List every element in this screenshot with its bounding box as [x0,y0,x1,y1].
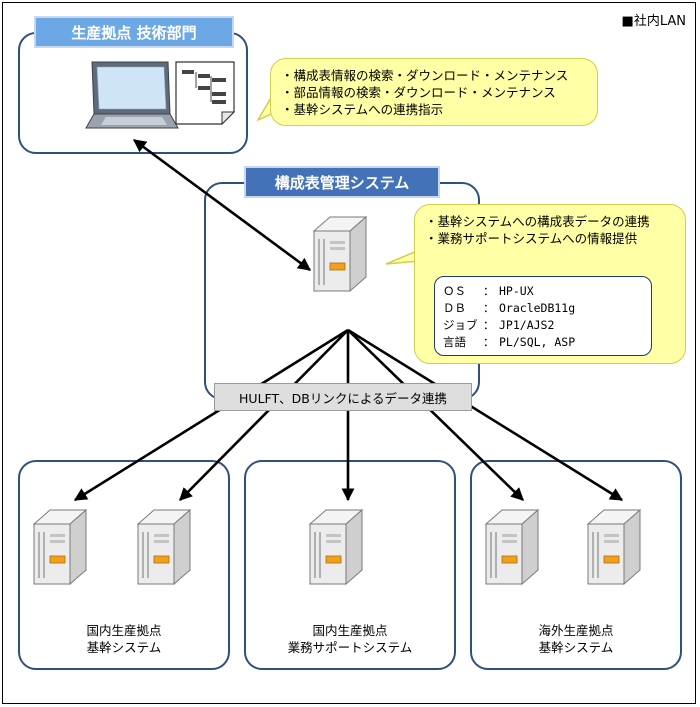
dept-callout-item: ・部品情報の検索・ダウンロード・メンテナンス [281,85,556,100]
dept-callout-item: ・構成表情報の検索・ダウンロード・メンテナンス [281,68,569,83]
target-server-icon-5 [587,509,641,585]
spec-key: 言語 [443,335,466,349]
link-arrow-2 [179,329,349,501]
target-caption-overseas-core: 海外生産拠点 基幹システム [470,622,682,656]
dept-callout: ・構成表情報の検索・ダウンロード・メンテナンス ・部品情報の検索・ダウンロード・… [270,58,598,126]
dept-callout-item: ・基幹システムへの連携指示 [281,102,444,117]
caption-line: 基幹システム [86,640,162,655]
spec-row-lang: 言語 ： PL/SQL, ASP [443,334,643,351]
spec-key: ＯＳ [443,284,466,298]
spec-value: JP1/AJS2 [499,318,555,332]
caption-line: 国内生産拠点 [312,623,388,638]
lan-label: ■社内LAN [621,14,686,29]
laptop-icon [85,61,179,129]
spec-value: HP-UX [499,284,534,298]
system-spec-box: ＯＳ ： HP-UX ＤＢ ： OracleDB11g ジョブ ： JP1/AJ… [434,276,652,356]
spec-sep: ： [483,335,495,349]
spec-value: OracleDB11g [499,301,576,315]
dept-title: 生産拠点 技術部門 [34,16,234,48]
dept-system-arrow [132,138,312,272]
link-arrow-1 [73,328,349,502]
spec-key: ジョブ [443,318,478,332]
caption-line: 海外生産拠点 [538,623,614,638]
caption-line: 基幹システム [538,640,614,655]
spec-value: PL/SQL, ASP [499,335,576,349]
spec-sep: ： [483,301,495,315]
spec-key: ＤＢ [443,301,466,315]
link-arrow-4 [347,329,524,501]
target-caption-domestic-support: 国内生産拠点 業務サポートシステム [244,622,456,656]
target-server-icon-4 [485,509,539,585]
main-server-icon [313,216,367,292]
spec-row-job: ジョブ ： JP1/AJS2 [443,317,643,334]
target-server-icon-1 [33,509,87,585]
system-callout-item: ・業務サポートシステムへの情報提供 [425,231,638,246]
spec-row-db: ＤＢ ： OracleDB11g [443,300,643,317]
link-arrow-5 [347,328,624,502]
link-label: HULFT、DBリンクによるデータ連携 [214,383,472,411]
target-server-icon-3 [309,509,363,585]
system-callout-item: ・基幹システムへの構成表データの連携 [425,214,650,229]
caption-line: 業務サポートシステム [287,640,413,655]
spec-sep: ： [483,284,495,298]
target-caption-domestic-core: 国内生産拠点 基幹システム [18,622,230,656]
target-server-icon-2 [137,509,191,585]
document-icon [175,61,236,126]
spec-sep: ： [483,318,495,332]
caption-line: 国内生産拠点 [86,623,162,638]
spec-row-os: ＯＳ ： HP-UX [443,283,643,300]
